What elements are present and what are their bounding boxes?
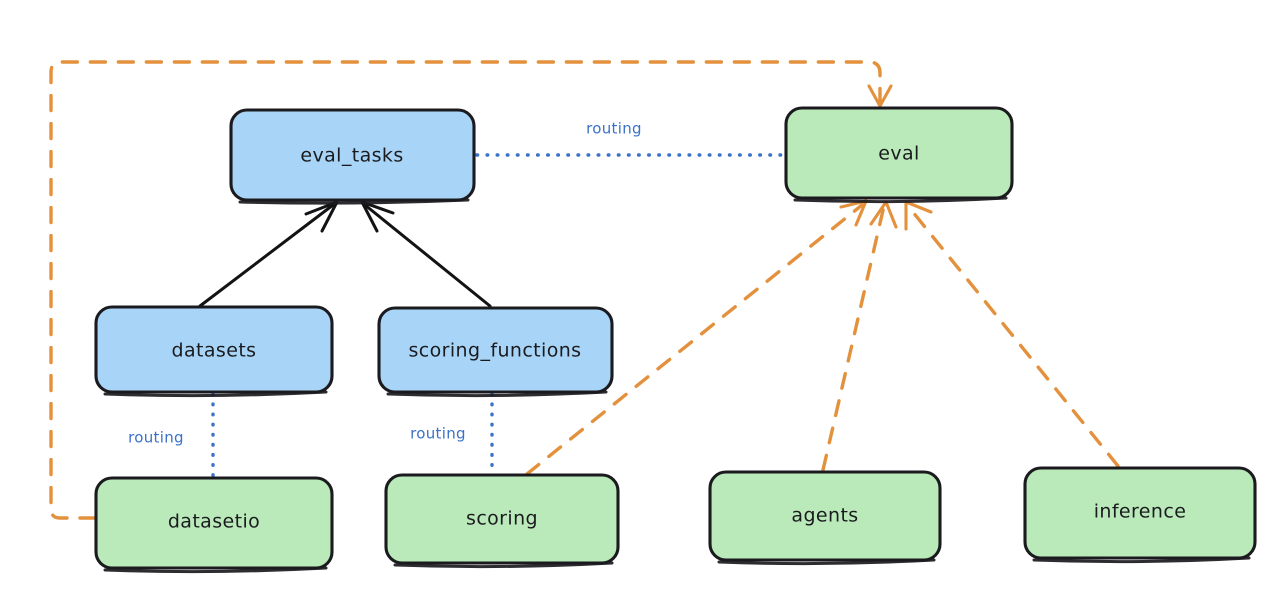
edge-inference-eval-arrowhead xyxy=(904,200,933,231)
edge-scoring-eval-path xyxy=(525,203,864,476)
edge-datasetio-eval[interactable] xyxy=(49,60,893,520)
node-agents-label: agents xyxy=(791,505,858,527)
node-eval[interactable]: eval xyxy=(784,106,1014,204)
edge-agents-eval[interactable] xyxy=(821,200,898,472)
node-inference-label: inference xyxy=(1094,501,1187,523)
node-eval-box xyxy=(784,106,1014,200)
node-eval-tasks[interactable]: eval_tasks xyxy=(229,108,476,205)
node-datasets-label: datasets xyxy=(172,340,257,362)
edge-label-routing-eval-tasks: routing xyxy=(586,120,642,138)
node-scoring[interactable]: scoring xyxy=(384,473,620,569)
node-scoring-label: scoring xyxy=(466,508,538,530)
edge-datasetio-eval-path xyxy=(49,60,882,520)
edge-label-routing-datasets: routing xyxy=(128,429,184,447)
node-inference[interactable]: inference xyxy=(1023,466,1257,564)
node-datasetio-label: datasetio xyxy=(168,511,260,533)
edge-inference-eval[interactable] xyxy=(904,200,1120,468)
edge-inference-eval-path xyxy=(906,204,1120,468)
node-eval-tasks-box xyxy=(229,108,476,202)
node-datasetio[interactable]: datasetio xyxy=(94,476,334,574)
node-eval-label: eval xyxy=(878,143,919,165)
node-datasets[interactable]: datasets xyxy=(94,305,334,398)
node-scoring-functions-box xyxy=(377,306,614,394)
node-scoring-functions-label: scoring_functions xyxy=(409,340,582,362)
node-scoring-functions[interactable]: scoring_functions xyxy=(377,306,614,398)
edge-label-layer: routing routing routing xyxy=(128,120,642,447)
edge-datasets-eval-tasks[interactable] xyxy=(198,200,339,308)
edge-datasets-eval-tasks-path xyxy=(198,203,335,308)
node-agents-box xyxy=(708,470,942,562)
edge-agents-eval-path xyxy=(821,204,886,472)
node-agents[interactable]: agents xyxy=(708,470,942,566)
edge-scoring-functions-eval-tasks[interactable] xyxy=(360,200,492,308)
node-layer: eval_tasks eval datasets scoring_functio… xyxy=(94,106,1257,574)
node-eval-tasks-label: eval_tasks xyxy=(300,145,403,167)
edge-layer xyxy=(49,60,1120,520)
edge-scoring-functions-eval-tasks-path xyxy=(363,203,492,308)
node-datasets-box xyxy=(94,305,334,394)
edge-label-routing-scoring-functions: routing xyxy=(410,425,466,443)
node-scoring-box xyxy=(384,473,620,565)
node-inference-box xyxy=(1023,466,1257,560)
edge-datasetio-eval-arrowhead xyxy=(867,84,893,108)
node-datasetio-box xyxy=(94,476,334,570)
